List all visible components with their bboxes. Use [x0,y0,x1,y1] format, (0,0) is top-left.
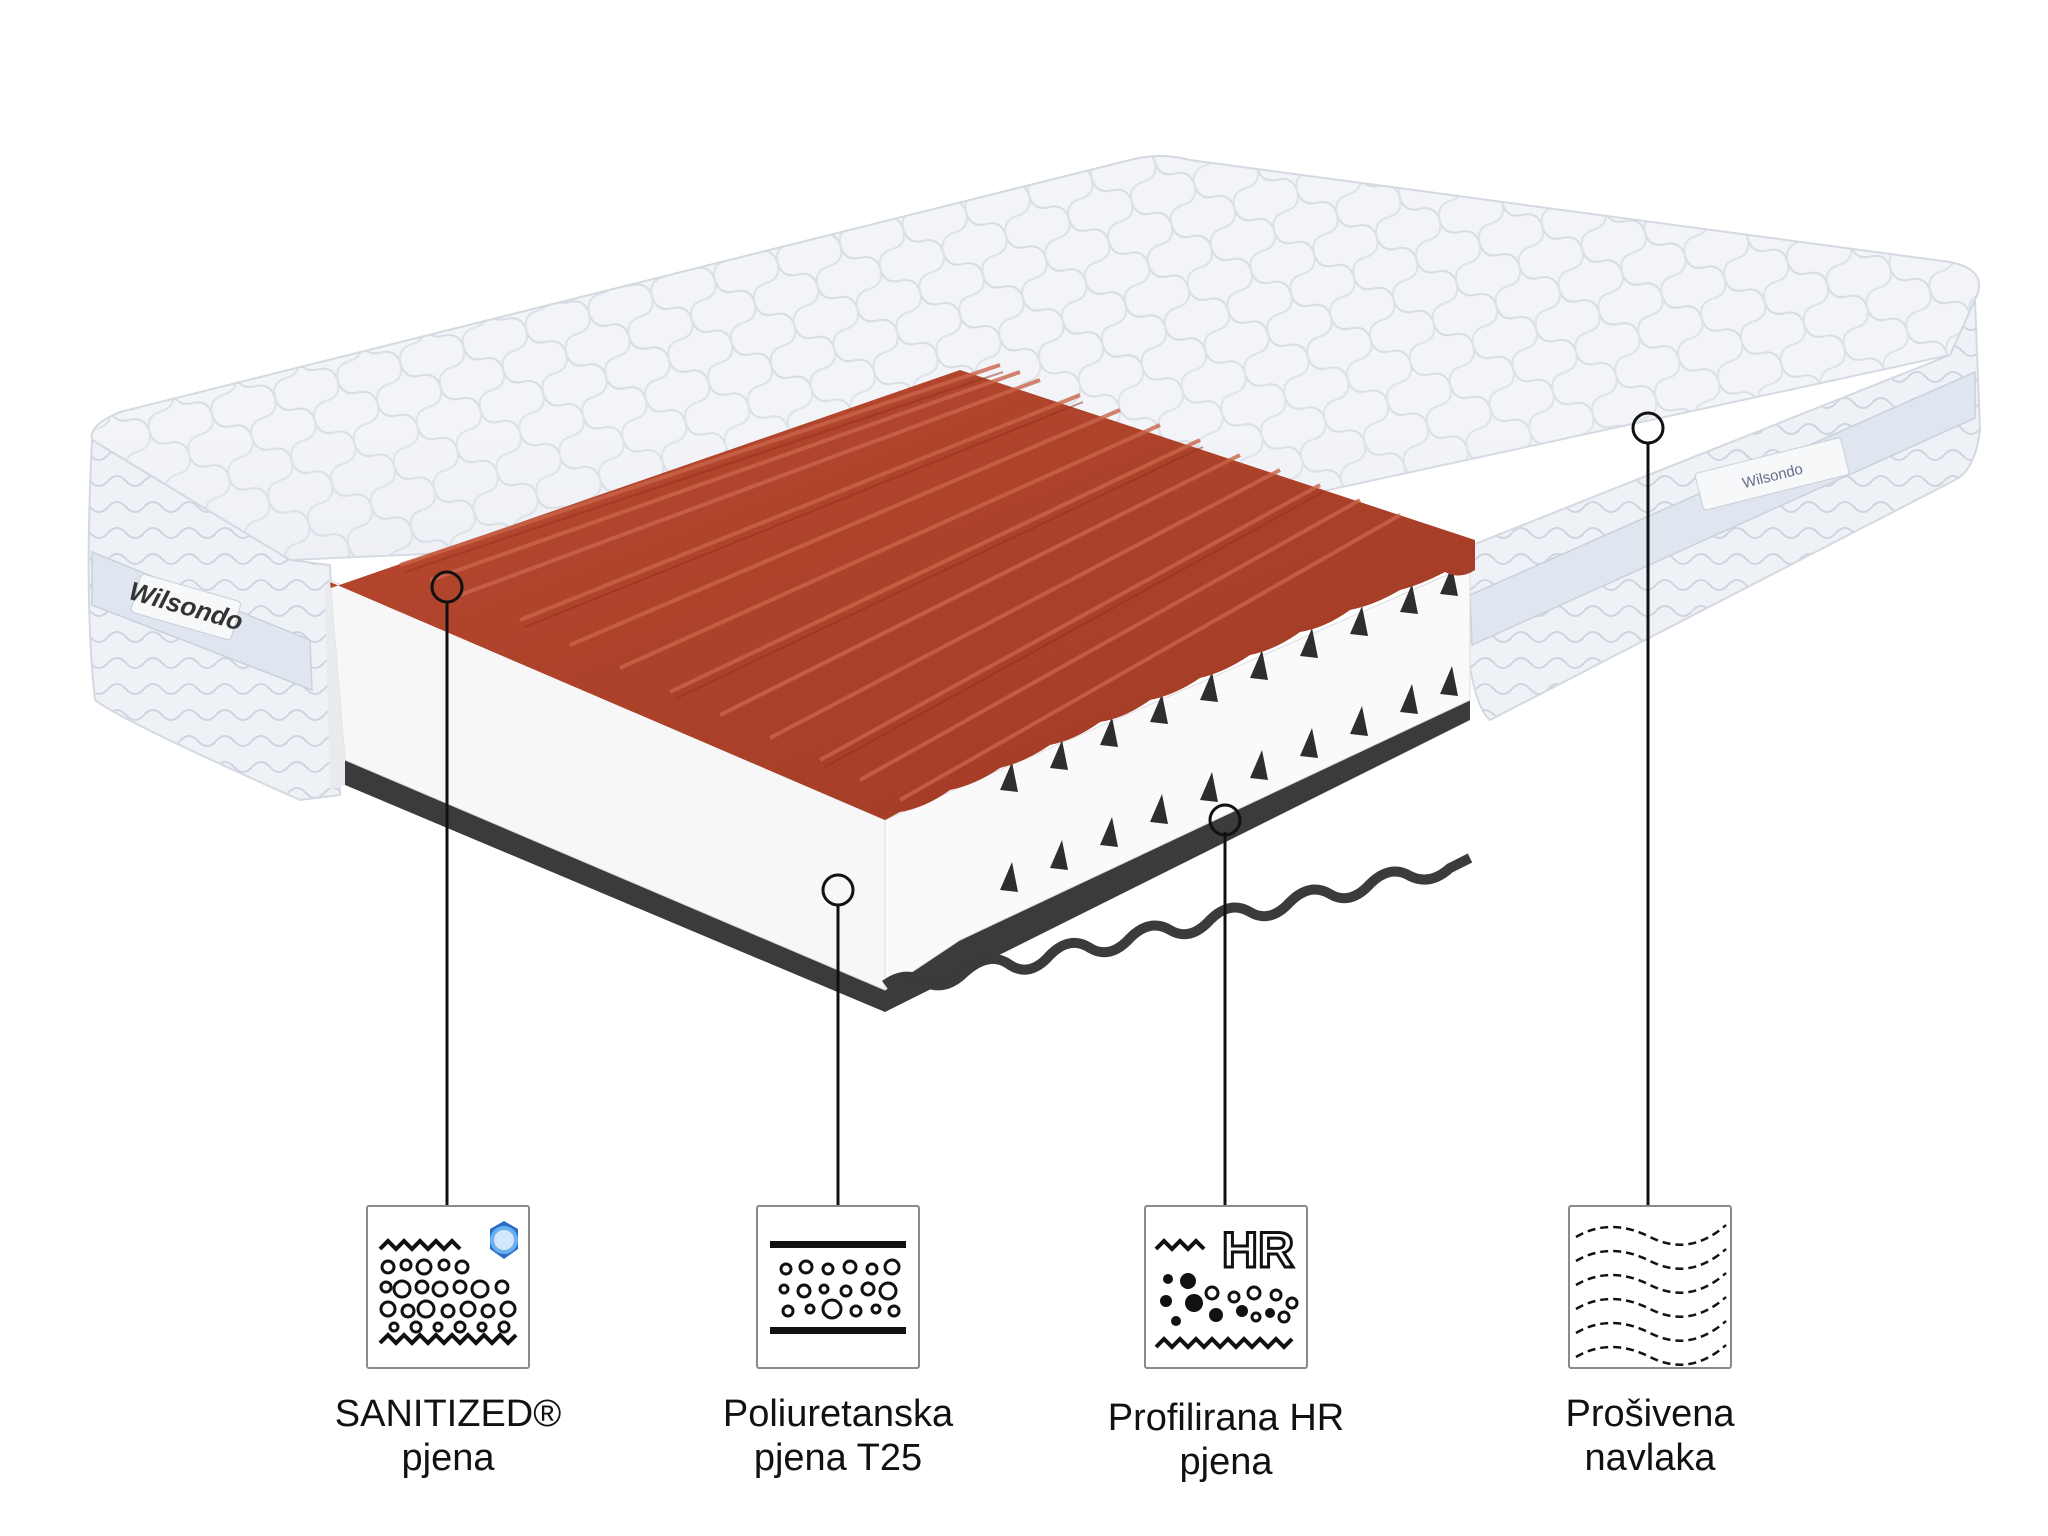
quilted-cover-icon [1575,1224,1727,1366]
marker-polyurethane [821,873,855,907]
hr-foam-icon-box: HR [1144,1205,1308,1369]
caption-cover: Prošivena navlaka [1490,1392,1810,1480]
caption-hr-foam-line2: pjena [1179,1441,1273,1483]
caption-cover-line2: navlaka [1584,1437,1716,1479]
marker-hr-foam [1208,803,1242,837]
caption-sanitized-line1: SANITIZED® [334,1393,562,1435]
hr-foam-icon: HR [1154,1221,1299,1350]
caption-polyurethane-line1: Poliuretanska [722,1393,954,1435]
leader-lines [445,443,1650,1205]
marker-cover [1631,411,1665,445]
hr-foam-ridges [399,363,1401,802]
sanitized-foam-icon-box [366,1205,530,1369]
caption-sanitized-line2: pjena [401,1437,495,1479]
sanitized-foam-icon [378,1221,518,1346]
caption-hr-foam-line1: Profilirana HR [1107,1397,1345,1439]
caption-polyurethane-line2: pjena T25 [753,1437,923,1479]
hr-badge: HR [1222,1222,1294,1278]
marker-sanitized [430,570,464,604]
polyurethane-foam-icon-box [756,1205,920,1369]
caption-cover-line1: Prošivena [1565,1393,1735,1435]
caption-hr-foam: Profilirana HR pjena [1066,1396,1386,1484]
sanitized-badge-icon [490,1221,518,1259]
polyurethane-foam-icon [770,1241,906,1334]
quilted-cover-icon-box [1568,1205,1732,1369]
hr-foam-right-face [884,564,1471,991]
caption-sanitized: SANITIZED® pjena [288,1392,608,1480]
marker-circles [430,411,1665,907]
caption-polyurethane: Poliuretanska pjena T25 [678,1392,998,1480]
